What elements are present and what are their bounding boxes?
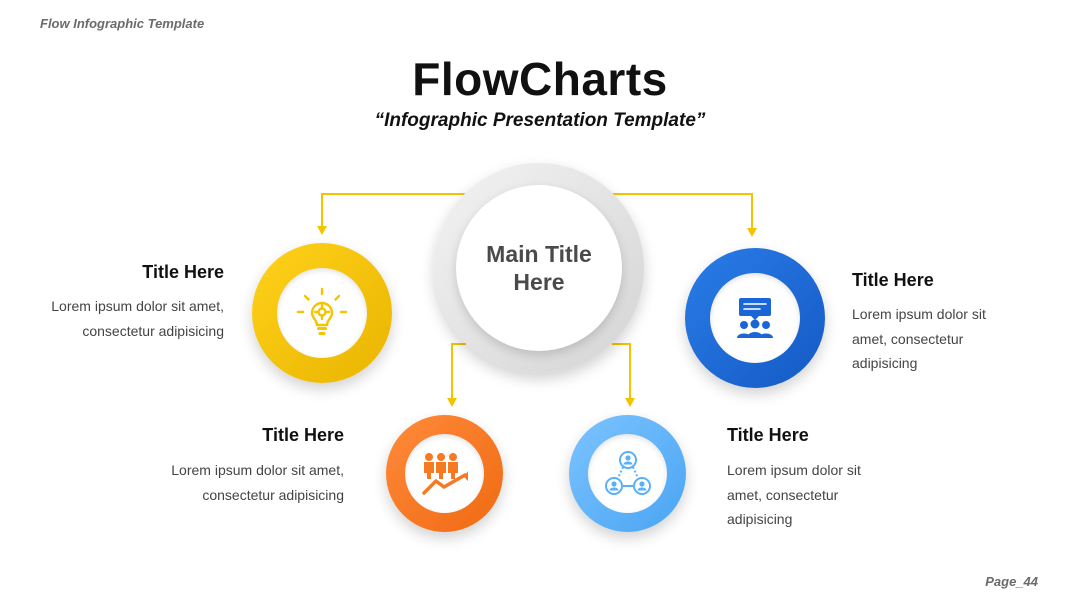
arrowhead-item-2 xyxy=(747,228,757,237)
main-title: Main Title Here xyxy=(486,241,592,295)
item-4-circle-inner xyxy=(588,434,667,513)
main-circle-inner: Main Title Here xyxy=(456,185,622,351)
arrowhead-item-1 xyxy=(317,226,327,235)
item-4-circle xyxy=(569,415,686,532)
item-1-circle xyxy=(252,243,392,383)
team-growth-icon xyxy=(421,452,468,495)
item-1-text: Lorem ipsum dolor sit amet, consectetur … xyxy=(51,298,224,339)
connector-to-item-3 xyxy=(451,343,466,400)
item-1-title: Title Here xyxy=(142,262,224,282)
item-4-text: Lorem ipsum dolor sit amet, consectetur … xyxy=(727,462,861,527)
item-3-title: Title Here xyxy=(262,425,344,445)
lightbulb-gear-icon xyxy=(296,287,348,335)
page-subtitle: “Infographic Presentation Template” xyxy=(374,110,706,131)
item-3-circle-inner xyxy=(405,434,484,513)
page-number: Page_44 xyxy=(985,574,1038,589)
page-title: FlowCharts xyxy=(412,53,668,105)
item-4-title: Title Here xyxy=(727,425,809,445)
item-3-circle xyxy=(386,415,503,532)
arrowhead-item-3 xyxy=(447,398,457,407)
arrowhead-item-4 xyxy=(625,398,635,407)
item-1-circle-inner xyxy=(277,268,367,358)
item-2-text: Lorem ipsum dolor sit amet, consectetur … xyxy=(852,306,986,371)
header-label: Flow Infographic Template xyxy=(40,16,205,31)
connector-to-item-2 xyxy=(612,193,753,230)
presentation-team-icon xyxy=(737,298,773,338)
item-3-text: Lorem ipsum dolor sit amet, consectetur … xyxy=(171,462,344,503)
connector-to-item-4 xyxy=(612,343,631,400)
main-circle: Main Title Here xyxy=(434,163,644,373)
connector-to-item-1 xyxy=(321,193,466,228)
item-2-title: Title Here xyxy=(852,270,934,290)
network-people-icon xyxy=(604,450,651,495)
item-2-circle-inner xyxy=(710,273,800,363)
item-2-circle xyxy=(685,248,825,388)
